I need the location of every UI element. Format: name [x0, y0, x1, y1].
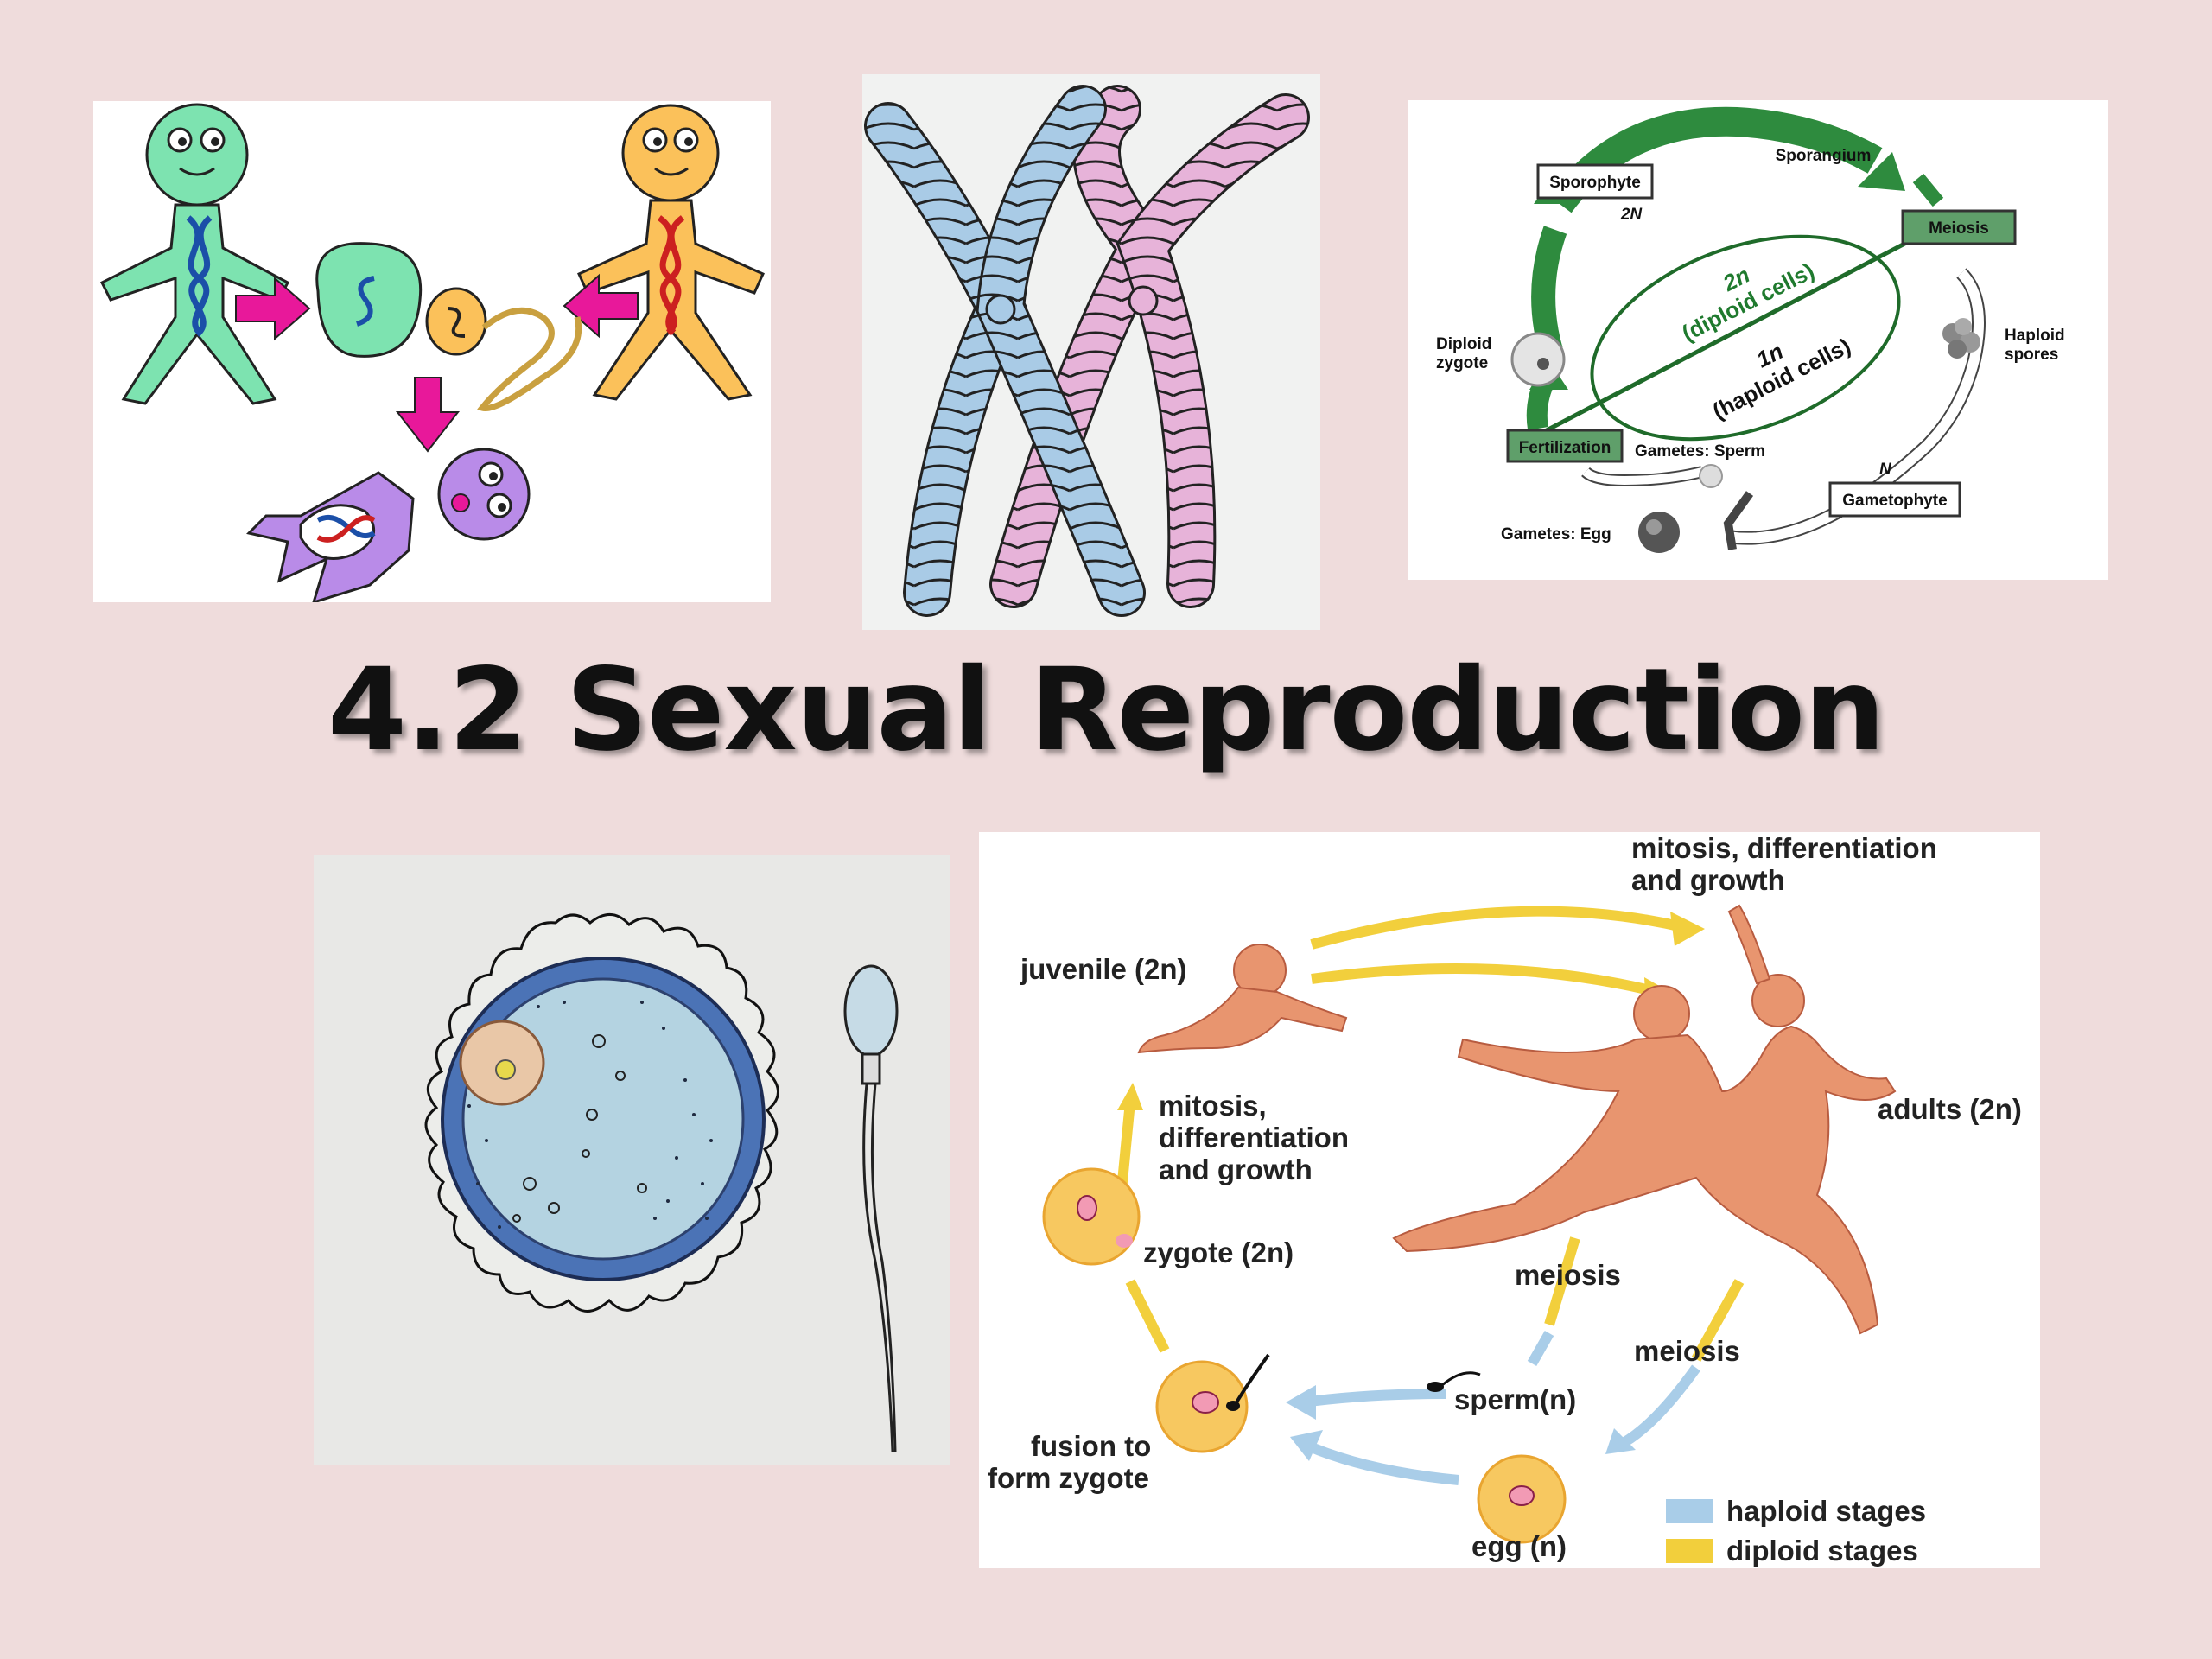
sperm-label: sperm(n)	[1454, 1383, 1576, 1415]
slide-title: 4.2 Sexual Reproduction	[327, 644, 1885, 777]
blue-chromosome	[864, 85, 1146, 617]
sperm-icon	[1427, 1371, 1481, 1392]
orange-parent-figure	[577, 104, 765, 401]
egg-cell-icon	[1477, 1454, 1567, 1544]
sperm-drawing	[843, 964, 899, 1452]
arrow-right-icon	[235, 276, 311, 341]
left-note-line-1: mitosis,	[1159, 1090, 1267, 1122]
fusion-label-1: fusion to	[1031, 1430, 1151, 1462]
legend-haploid-swatch	[1666, 1499, 1713, 1523]
left-note-line-2: differentiation	[1159, 1122, 1349, 1154]
haploid-spores-label-2: spores	[2005, 346, 2058, 364]
juvenile-figure	[1137, 944, 1348, 1054]
baby-figure	[246, 448, 531, 602]
haploid-spores-label-1: Haploid	[2005, 327, 2065, 345]
ploidy-N-label: N	[1879, 461, 1892, 479]
plant-life-cycle-diagram: Sporophyte 2N Sporangium Meiosis Haploid…	[1408, 100, 2108, 580]
diploid-zygote-label-2: zygote	[1436, 354, 1488, 372]
zygote-label: zygote (2n)	[1143, 1236, 1294, 1268]
left-note-line-3: and growth	[1159, 1154, 1313, 1185]
egg-and-sperm-drawing	[314, 855, 950, 1465]
adults-label: adults (2n)	[1878, 1093, 2022, 1125]
fertilization-label: Fertilization	[1519, 439, 1611, 457]
meiosis-label-1: meiosis	[1515, 1259, 1621, 1291]
arrow-down-icon	[395, 377, 461, 453]
meiosis-label: Meiosis	[1929, 219, 1989, 238]
egg-cell-icon	[315, 242, 423, 358]
adults-figure	[1392, 904, 1897, 1335]
arrow-left-icon	[563, 273, 639, 339]
top-note-line-1: mitosis, differentiation	[1631, 832, 1937, 864]
cartoon-parents-illustration	[93, 101, 771, 602]
egg-label: egg (n)	[1471, 1530, 1567, 1562]
sporangium-label: Sporangium	[1776, 147, 1872, 165]
legend-haploid-label: haploid stages	[1726, 1495, 1926, 1527]
legend-diploid-swatch	[1666, 1539, 1713, 1563]
chromosome-illustration	[862, 74, 1320, 630]
ploidy-2N-label: 2N	[1620, 206, 1643, 224]
diploid-zygote-label-1: Diploid	[1436, 335, 1491, 353]
legend-diploid-label: diploid stages	[1726, 1535, 1918, 1567]
zygote-cell-icon	[1042, 1167, 1141, 1266]
green-parent-figure	[99, 103, 289, 405]
juvenile-label: juvenile (2n)	[1020, 953, 1187, 985]
fusion-label-2: form zygote	[988, 1462, 1149, 1494]
meiosis-label-2: meiosis	[1634, 1335, 1740, 1367]
fusion-cell-icon	[1155, 1353, 1270, 1453]
gametophyte-label: Gametophyte	[1842, 492, 1947, 510]
top-note-line-2: and growth	[1631, 864, 1785, 896]
sperm-cell-icon	[425, 287, 582, 412]
sporophyte-label: Sporophyte	[1549, 174, 1641, 192]
human-life-cycle-diagram: mitosis, differentiation and growth juve…	[979, 832, 2040, 1568]
gametes-egg-label: Gametes: Egg	[1501, 525, 1611, 543]
gametes-sperm-label: Gametes: Sperm	[1635, 442, 1765, 461]
